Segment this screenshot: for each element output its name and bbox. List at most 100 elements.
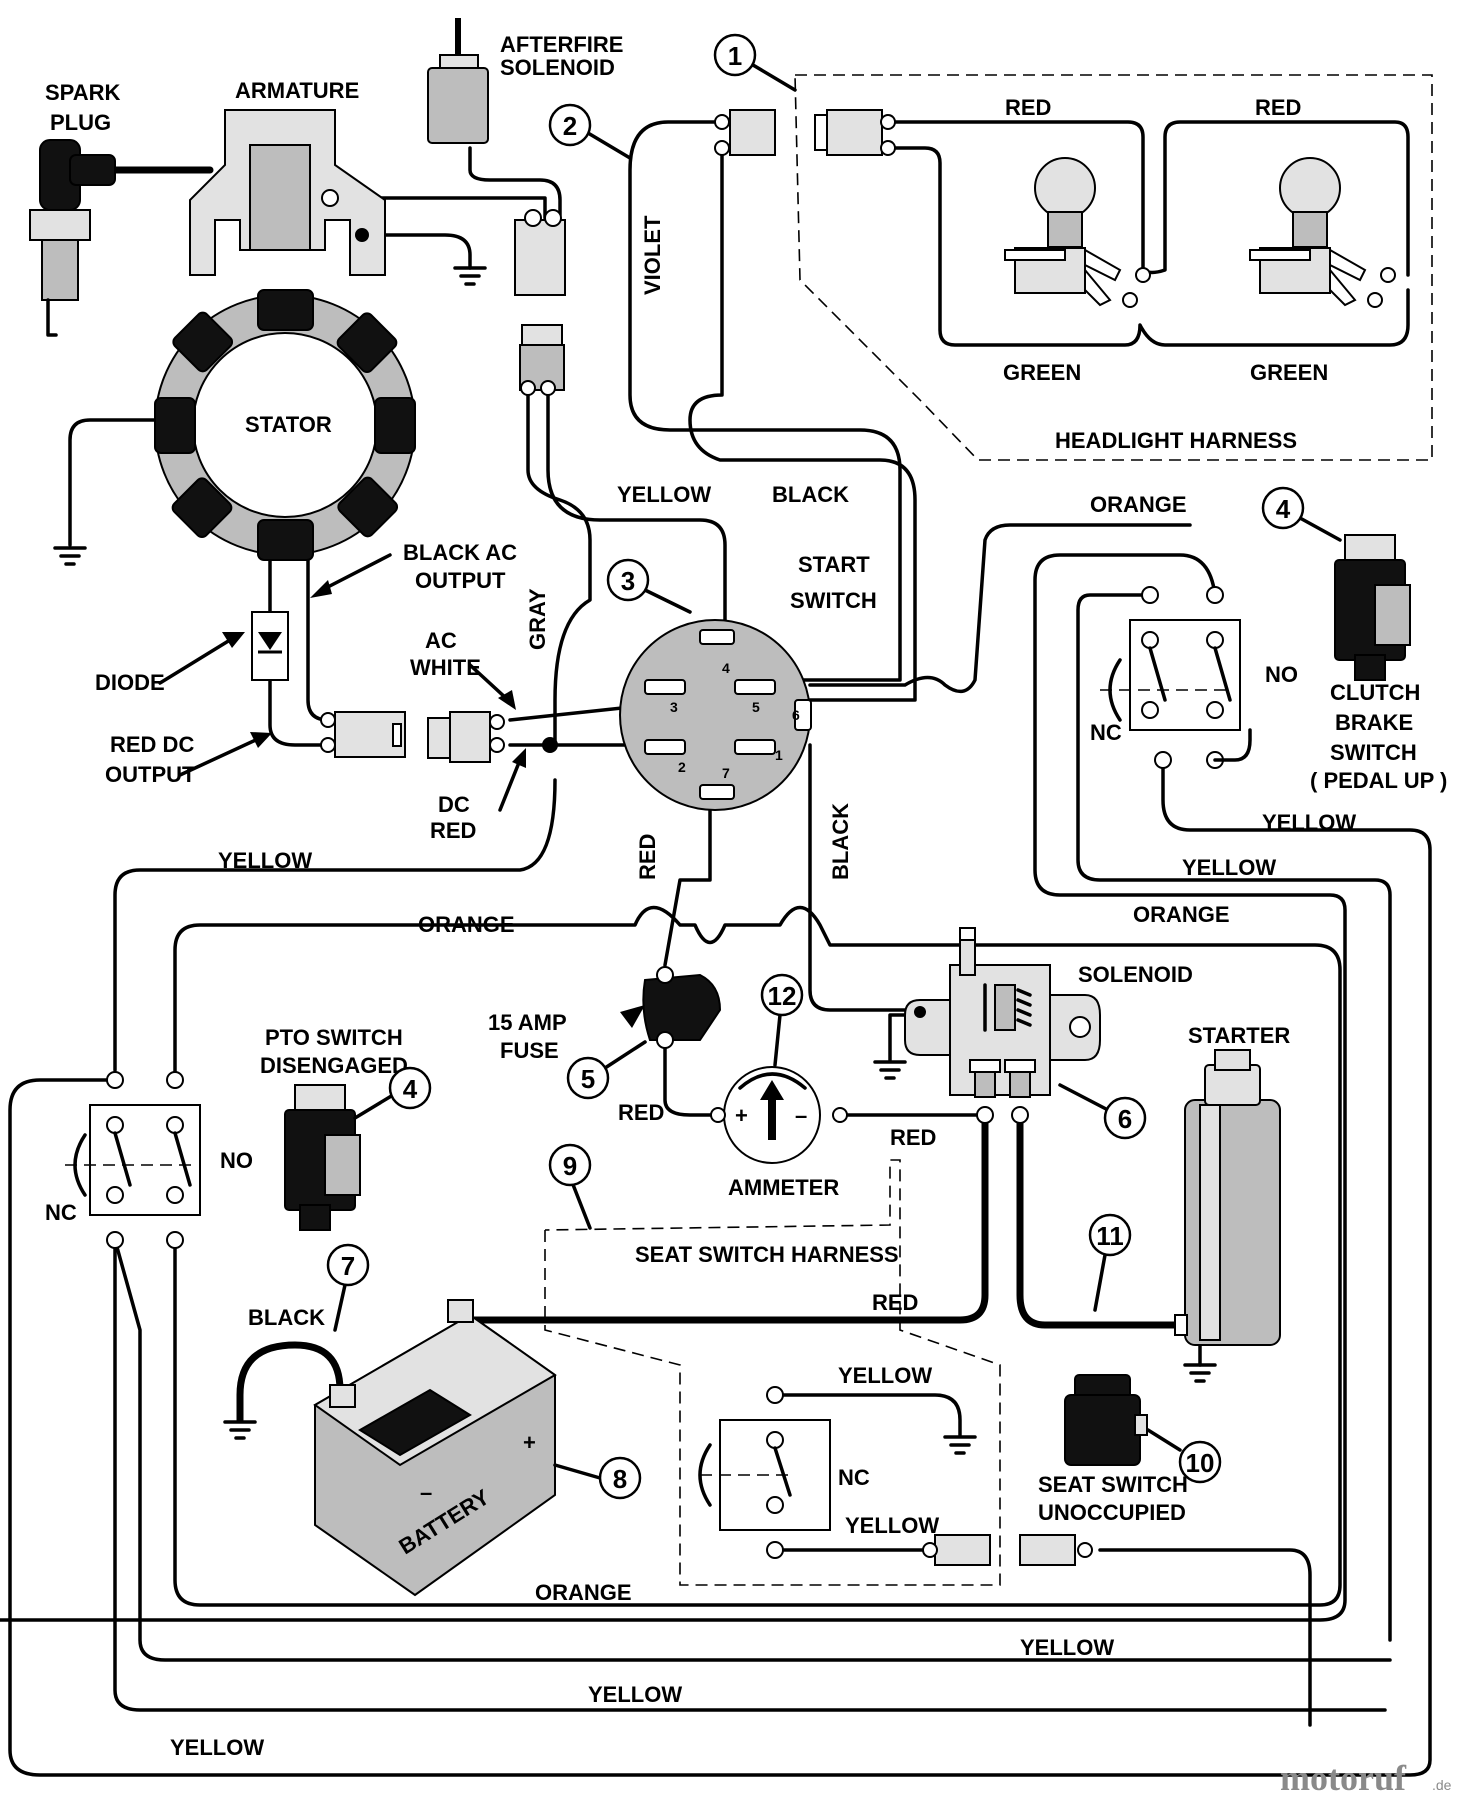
headlight-harness-outline bbox=[794, 74, 1433, 461]
callout-circle-6 bbox=[1103, 1096, 1147, 1140]
callout-6: 6 bbox=[1118, 1104, 1132, 1134]
wire-seat-yellow-ground bbox=[773, 1393, 962, 1437]
battery: BATTERY + – bbox=[313, 1299, 557, 1597]
callout-1: 1 bbox=[728, 41, 742, 71]
wire-starter-cable bbox=[1016, 1111, 1184, 1329]
fuse bbox=[642, 966, 722, 1049]
solenoid bbox=[904, 927, 1101, 1124]
label-wire-yellow-seat-2: YELLOW bbox=[845, 1513, 939, 1538]
wire-headlight-red-2 bbox=[1141, 120, 1410, 277]
callout-2: 2 bbox=[563, 111, 577, 141]
label-pto-switch-1: PTO SWITCH bbox=[265, 1025, 403, 1050]
start-switch-terminal-4: 4 bbox=[722, 660, 730, 676]
label-wire-red-battery: RED bbox=[872, 1290, 918, 1315]
wire-yellow-start-4 bbox=[546, 383, 727, 642]
gray-junction-dot bbox=[542, 737, 558, 753]
label-leaders bbox=[158, 553, 526, 812]
svg-text:+: + bbox=[735, 1103, 748, 1128]
label-black-ac-output-2: OUTPUT bbox=[415, 568, 506, 593]
headlight-harness bbox=[714, 109, 1396, 308]
wire-seat-switch-out bbox=[1098, 1548, 1312, 1727]
ground-starter bbox=[1183, 1363, 1217, 1383]
wire-fuse-to-ammeter bbox=[663, 1038, 722, 1117]
watermark-brand: motoruf bbox=[1280, 1758, 1407, 1798]
wire-headlight-green bbox=[888, 146, 1410, 347]
label-wire-red-1: RED bbox=[1005, 95, 1051, 120]
start-switch-terminal-3: 3 bbox=[670, 699, 678, 715]
stator-connector bbox=[320, 711, 505, 763]
label-seat-switch-1: SEAT SWITCH bbox=[1038, 1472, 1188, 1497]
armature bbox=[189, 109, 386, 276]
wire-violet bbox=[628, 120, 902, 682]
clutch-brake-switch-schematic bbox=[1100, 586, 1252, 769]
label-starter: STARTER bbox=[1188, 1023, 1290, 1048]
callout-circle-1 bbox=[713, 33, 757, 77]
clutch-brake-switch bbox=[1334, 534, 1411, 681]
ground-solenoid bbox=[873, 1060, 907, 1080]
label-ac-white-2: WHITE bbox=[410, 655, 481, 680]
ground-armature bbox=[453, 266, 487, 286]
callout-circle-4-clutch bbox=[1261, 486, 1305, 530]
pto-switch bbox=[284, 1084, 361, 1231]
callout-3: 3 bbox=[621, 566, 635, 596]
ammeter: + – bbox=[710, 1066, 848, 1164]
label-solenoid: SOLENOID bbox=[1078, 962, 1193, 987]
label-wire-orange-top: ORANGE bbox=[1090, 492, 1187, 517]
wire-yellow-clutch-2 bbox=[8, 758, 1432, 1777]
label-wire-yellow-seat-1: YELLOW bbox=[838, 1363, 932, 1388]
pto-no-label: NO bbox=[220, 1148, 253, 1173]
stator bbox=[154, 289, 416, 561]
callout-12: 12 bbox=[768, 981, 797, 1011]
label-ammeter: AMMETER bbox=[728, 1175, 839, 1200]
wires bbox=[0, 120, 1432, 1777]
wire-stator-ground bbox=[68, 418, 172, 547]
headlight-bulb-1 bbox=[1004, 157, 1151, 308]
wire-orange-outer-loop bbox=[0, 553, 1347, 1622]
label-wire-green-1: GREEN bbox=[1003, 360, 1081, 385]
callout-circle-5 bbox=[566, 1056, 610, 1100]
label-wire-black-solenoid: BLACK bbox=[828, 803, 853, 880]
headlight-bulb-2 bbox=[1249, 157, 1396, 308]
wire-afterfire-lead bbox=[468, 146, 562, 217]
spark-plug bbox=[29, 139, 116, 337]
label-red-dc-output-1: RED DC bbox=[110, 732, 194, 757]
wire-armature-to-solenoid bbox=[333, 196, 547, 220]
wire-black-headlight bbox=[688, 146, 917, 702]
ground-seat-switch bbox=[943, 1435, 977, 1455]
label-fuse-2: FUSE bbox=[500, 1038, 559, 1063]
label-start-switch-1: START bbox=[798, 552, 870, 577]
label-clutch-brake-2: BRAKE bbox=[1335, 710, 1413, 735]
callout-4-pto: 4 bbox=[403, 1074, 418, 1104]
label-wire-gray: GRAY bbox=[525, 588, 550, 650]
clutch-nc-label: NC bbox=[1090, 720, 1122, 745]
label-wire-black-headlight: BLACK bbox=[772, 482, 849, 507]
wire-black-ac-output bbox=[306, 543, 330, 722]
label-wire-orange-mid: ORANGE bbox=[418, 912, 515, 937]
start-switch-terminal-1: 1 bbox=[775, 747, 783, 763]
label-dc-red-2: RED bbox=[430, 818, 476, 843]
label-wire-black-battery: BLACK bbox=[248, 1305, 325, 1330]
label-start-switch-2: SWITCH bbox=[790, 588, 877, 613]
start-switch: 4 3 5 6 2 1 7 bbox=[619, 619, 812, 811]
ground-stator bbox=[53, 546, 87, 566]
svg-text:–: – bbox=[795, 1103, 807, 1128]
label-afterfire-solenoid-1: AFTERFIRE bbox=[500, 32, 623, 57]
wire-orange-inner-loop bbox=[173, 905, 1342, 1607]
starter bbox=[1174, 1049, 1281, 1346]
label-stator: STATOR bbox=[245, 412, 332, 437]
label-diode: DIODE bbox=[95, 670, 165, 695]
wire-orange-clutch bbox=[808, 523, 1192, 694]
wire-red-to-fuse bbox=[663, 788, 712, 967]
wire-red-dc-output bbox=[268, 543, 322, 747]
ground-battery bbox=[223, 1420, 257, 1440]
label-fuse-1: 15 AMP bbox=[488, 1010, 567, 1035]
callout-circle-10 bbox=[1178, 1440, 1222, 1484]
label-wire-red-fuse: RED bbox=[618, 1100, 664, 1125]
label-afterfire-solenoid-2: SOLENOID bbox=[500, 55, 615, 80]
wire-gray bbox=[526, 383, 592, 747]
label-wire-yellow-clutch-1: YELLOW bbox=[1262, 810, 1356, 835]
label-seat-switch-2: UNOCCUPIED bbox=[1038, 1500, 1186, 1525]
callout-circle-3 bbox=[606, 558, 650, 602]
